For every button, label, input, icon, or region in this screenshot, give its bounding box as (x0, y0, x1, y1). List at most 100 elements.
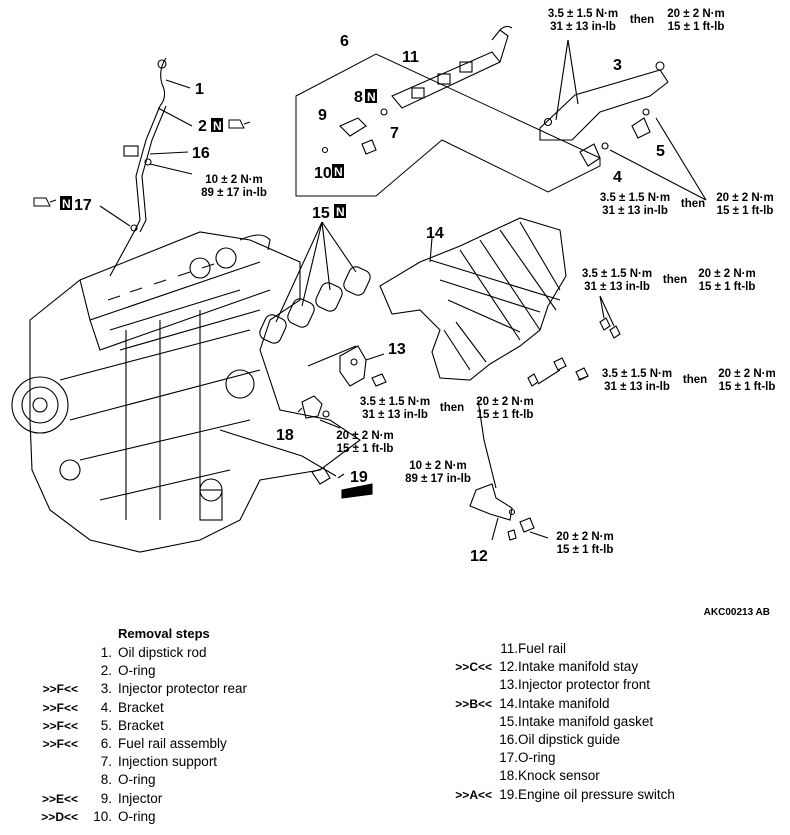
step-number: 3. (100, 681, 112, 697)
svg-text:N: N (334, 165, 343, 179)
part-label-18: 18 (276, 427, 294, 444)
removal-steps-title: Removal steps (118, 626, 210, 641)
svg-text:N: N (62, 197, 71, 211)
step-procedure-code: >>B<< (455, 696, 492, 711)
part-label-14: 14 (426, 225, 444, 242)
torque-manifold-right: 3.5 ± 1.5 N·m 31 ± 13 in-lb then 20 ± 2 … (601, 368, 776, 393)
removal-step: >>F<< 3. Injector protector rear (20, 680, 247, 698)
injector-protector-front-part (339, 345, 367, 387)
removal-step: 1.Oil dipstick rod (20, 644, 207, 662)
step-text: O-ring (118, 808, 156, 824)
step-procedure-code: >>D<< (41, 809, 78, 824)
step-number: 11. (500, 641, 518, 656)
part-label-11: 11 (402, 49, 419, 66)
torque-dipstick: 10 ± 2 N·m 89 ± 17 in-lb (201, 174, 267, 199)
intake-manifold-part (379, 217, 567, 381)
step-text: Bracket (118, 699, 164, 715)
step-text: O-ring (118, 772, 156, 788)
fuel-rail-part (391, 25, 513, 109)
exploded-view-diagram: 1 2 16 17 6 11 8 9 7 10 3 4 5 15 14 13 1… (11, 25, 707, 565)
part-label-4: 4 (613, 169, 622, 186)
step-number: 12. (499, 659, 518, 675)
removal-step: >>E<<9.Injector (20, 790, 162, 808)
step-number: 19. (499, 786, 518, 802)
torque-manifold-stay: 20 ± 2 N·m 15 ± 1 ft-lb (556, 531, 614, 556)
step-text: Fuel rail assembly (118, 736, 227, 751)
part-label-5: 5 (656, 143, 665, 160)
removal-step: >>B<<14.Intake manifold (434, 695, 610, 713)
step-text: Intake manifold (518, 695, 610, 711)
oil-can-icon (33, 119, 251, 207)
step-number: 18. (499, 768, 518, 784)
part-label-7: 7 (390, 125, 399, 142)
svg-text:N: N (367, 90, 376, 104)
oil-pressure-switch-part (311, 467, 331, 485)
step-text: Intake manifold gasket (518, 713, 654, 729)
step-number: 13. (499, 677, 518, 693)
step-procedure-code: >>F<< (42, 737, 78, 751)
part-label-6: 6 (340, 33, 349, 50)
part-label-3: 3 (613, 57, 622, 74)
removal-step: 13.Injector protector front (434, 676, 650, 694)
step-text: Injector protector rear (118, 681, 248, 697)
step-procedure-code: >>F<< (42, 682, 78, 697)
oil-dipstick-part (123, 57, 167, 233)
manifold-gaskets-part (259, 221, 371, 344)
step-text: Fuel rail (518, 641, 567, 656)
step-text: Oil dipstick guide (518, 732, 621, 747)
bracket-5-part (631, 117, 651, 139)
step-number: 5. (100, 717, 112, 733)
part-label-17: 17 (74, 197, 92, 214)
step-number: 2. (100, 663, 112, 679)
removal-step: 16.Oil dipstick guide (434, 731, 620, 749)
step-procedure-code: >>F<< (42, 700, 78, 715)
step-text: Knock sensor (518, 768, 600, 784)
step-number: 10. (93, 808, 112, 824)
part-label-1: 1 (195, 81, 204, 98)
figure-code: AKC00213 AB (703, 607, 770, 618)
torque-protector-front: 3.5 ± 1.5 N·m 31 ± 13 in-lb then 20 ± 2 … (359, 396, 534, 421)
step-procedure-code: >>E<< (41, 791, 78, 806)
injector-part (321, 108, 388, 155)
part-label-12: 12 (470, 548, 488, 565)
intake-manifold-stay-part (469, 483, 513, 521)
part-label-19: 19 (350, 469, 368, 486)
step-text: O-ring (518, 750, 556, 766)
step-number: 17. (499, 750, 518, 766)
step-number: 4. (100, 699, 112, 715)
removal-step: 8. O-ring (20, 771, 156, 789)
step-text: Injector (118, 790, 163, 806)
part-label-15: 15 (312, 205, 330, 222)
step-text: Injector protector front (518, 677, 651, 693)
engine-block-part (11, 231, 361, 553)
part-label-9: 9 (318, 107, 327, 124)
injector-protector-rear-part (539, 69, 669, 141)
step-number: 1. (100, 645, 112, 660)
step-procedure-code: >>C<< (455, 660, 492, 675)
step-text: O-ring (118, 663, 156, 679)
removal-step: 18.Knock sensor (434, 767, 600, 785)
bracket-4-part (579, 143, 601, 167)
removal-step: >>F<< 4. Bracket (20, 699, 164, 717)
part-label-10: 10 (314, 165, 332, 182)
part-label-13: 13 (388, 341, 406, 358)
removal-step: >>F<< 5. Bracket (20, 717, 164, 735)
removal-step: 7. Injection support (20, 753, 217, 771)
step-text: Injection support (118, 754, 218, 770)
svg-text:N: N (213, 119, 222, 133)
step-number: 7. (100, 754, 112, 770)
part-label-8: 8 (354, 89, 363, 106)
knock-sensor-part (301, 395, 323, 419)
step-number: 16. (499, 732, 518, 747)
removal-step: >>D<< 10. O-ring (20, 808, 156, 826)
step-text: Bracket (118, 717, 164, 733)
step-number: 6. (100, 736, 112, 751)
torque-fuel-rail-top: 3.5 ± 1.5 N·m 31 ± 13 in-lb then 20 ± 2 … (547, 8, 725, 33)
torque-manifold-upper-right: 3.5 ± 1.5 N·m 31 ± 13 in-lb then 20 ± 2 … (581, 268, 756, 293)
torque-oil-pressure-switch: 10 ± 2 N·m 89 ± 17 in-lb (405, 460, 471, 485)
removal-step: >>C<<12.Intake manifold stay (434, 658, 638, 676)
n-symbols: N N N N N (60, 89, 377, 219)
step-number: 8. (100, 772, 112, 788)
step-procedure-code: >>F<< (42, 718, 78, 733)
removal-step: 15.Intake manifold gasket (434, 713, 653, 731)
